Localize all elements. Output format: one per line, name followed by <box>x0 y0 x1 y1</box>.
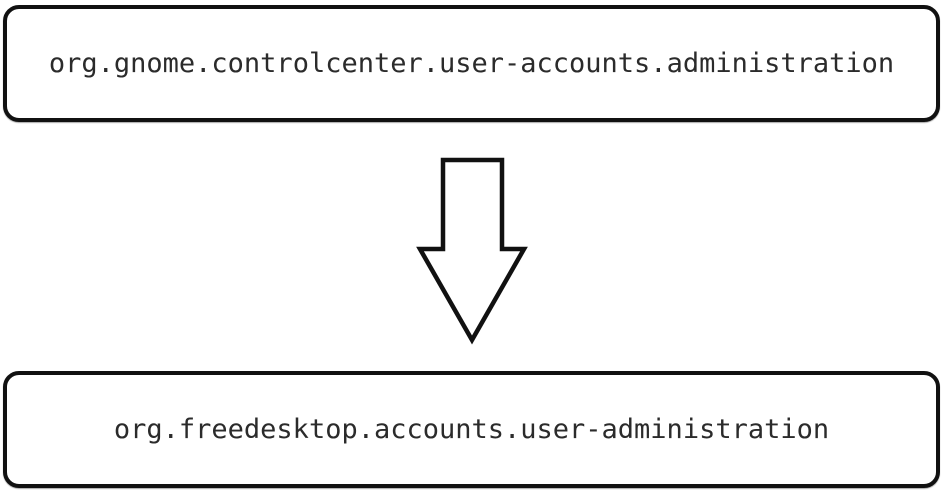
freedesktop-action-label: org.freedesktop.accounts.user-administra… <box>113 414 830 445</box>
down-arrow-icon <box>412 152 532 348</box>
node-gnome-action: org.gnome.controlcenter.user-accounts.ad… <box>3 5 940 122</box>
node-freedesktop-action: org.freedesktop.accounts.user-administra… <box>3 371 940 488</box>
gnome-action-label: org.gnome.controlcenter.user-accounts.ad… <box>48 48 895 79</box>
